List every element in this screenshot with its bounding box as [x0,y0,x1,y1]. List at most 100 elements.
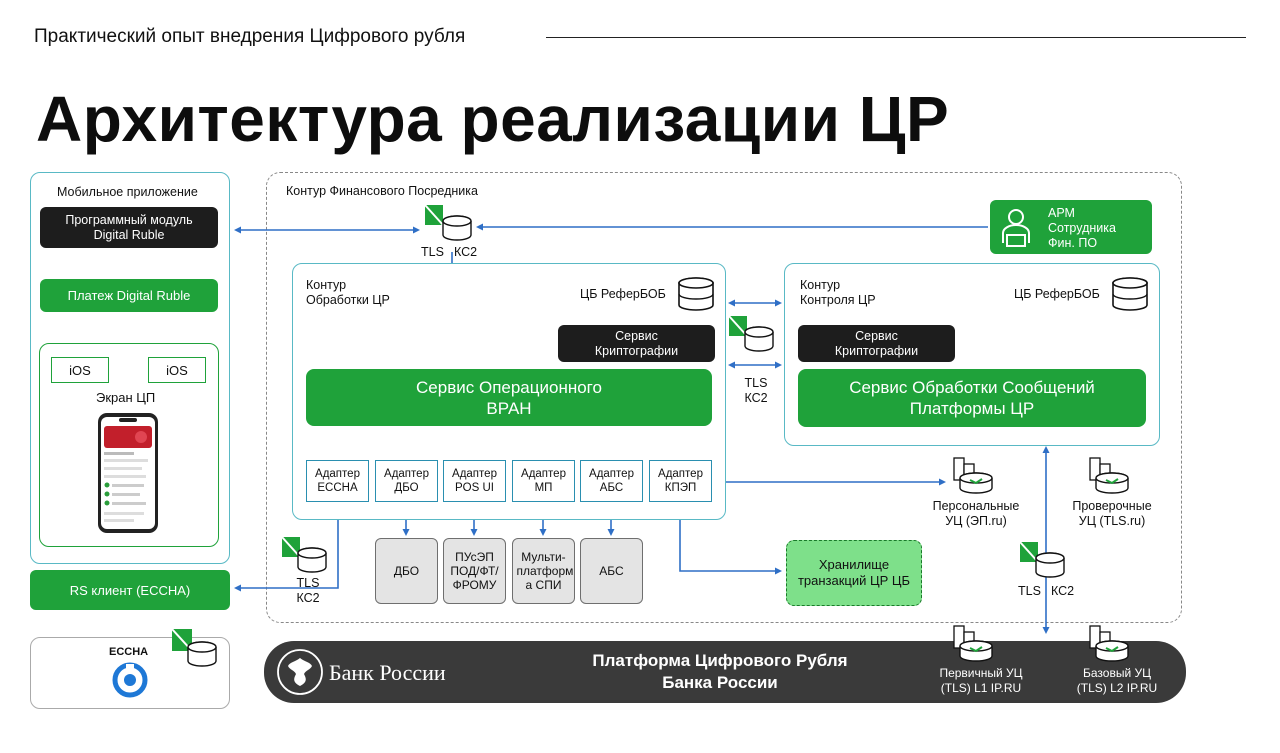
processing-db-icon [678,277,714,311]
adapter-abs-line2: АБС [599,482,624,494]
system-pusep: ПУсЭП ПОД/ФТ/ ФРОМУ [443,538,506,604]
control-crypto-line2: Криптографии [834,343,919,358]
adapter-pos-ui-line1: Адаптер [452,468,497,480]
control-crypto-line1: Сервис [855,328,898,343]
system-abs: АБС [580,538,643,604]
mid-link-labels: TLS КС2 [736,376,776,406]
ios-right-badge: iOS [148,357,206,383]
mobile-module-label: Программный модуль Digital Ruble [65,212,193,242]
mid-tls-node-icon [728,315,774,352]
processing-db-label: ЦБ РеферБОБ [580,287,666,301]
mid-ks2-label: КС2 [744,391,768,405]
transactions-storage-box: Хранилище транзакций ЦР ЦБ [786,540,922,606]
message-service-box: Сервис Обработки Сообщений Платформы ЦР [798,369,1146,427]
control-title-line2: Контроля ЦР [800,293,876,307]
processing-crypto-line1: Сервис [615,328,658,343]
rs-client-label: RS клиент (ЕССНА) [69,582,191,598]
operational-service-line1: Сервис Операционного [416,377,602,397]
system-multiplatform-label: Мульти- платформ а СПИ [516,550,574,592]
adapter-dbo: Адаптер ДБО [375,460,438,502]
arm-line3: Фин. ПО [1048,236,1098,250]
adapter-abs-line1: Адаптер [589,468,634,480]
system-dbo-label: ДБО [393,564,420,578]
mobile-screen-panel [39,343,219,547]
left-tls-node-icon [281,536,327,573]
storage-line1: Хранилище [818,557,890,572]
adapter-essna-line2: ЕССНА [317,482,358,494]
base-uc-line2: (TLS) L2 IP.RU [1076,681,1158,695]
personal-uc-icon [953,457,993,494]
check-uc-label: Проверочные УЦ (TLS.ru) [1062,499,1162,529]
base-uc-icon [1089,625,1129,662]
adapter-essna: Адаптер ЕССНА [306,460,369,502]
primary-uc-line2: (TLS) L1 IP.RU [940,681,1022,695]
control-crypto-box: Сервис Криптографии [798,325,955,362]
adapter-dbo-line2: ДБО [394,482,419,494]
left-link-labels: TLS КС2 [288,576,328,606]
adapter-pos-ui: Адаптер POS UI [443,460,506,502]
payment-label: Платеж Digital Ruble [67,288,191,303]
fin-ks2-label: КС2 [454,245,478,259]
page-title: Архитектура реализации ЦР [36,83,950,155]
essna-logo-icon [112,662,148,698]
adapter-pos-ui-line2: POS UI [455,482,494,494]
system-multiplatform: Мульти- платформ а СПИ [512,538,575,604]
processing-crypto-line2: Криптографии [594,343,679,358]
bank-logo-text: Банк России [329,660,446,685]
control-db-icon [1112,277,1148,311]
rs-client-box: RS клиент (ЕССНА) [30,570,230,610]
control-title: Контур Контроля ЦР [800,278,876,308]
control-db-label: ЦБ РеферБОБ [1014,287,1100,301]
adapter-essna-line1: Адаптер [315,468,360,480]
arm-line2: Сотрудника [1048,221,1116,235]
primary-uc-label: Первичный УЦ (TLS) L1 IP.RU [926,666,1036,696]
adapter-mp: Адаптер МП [512,460,575,502]
personal-uc-line2: УЦ (ЭП.ru) [945,514,1007,528]
right-ks2-label: КС2 [1051,584,1075,598]
header-divider [546,37,1246,38]
primary-uc-line1: Первичный УЦ [939,666,1023,680]
platform-title: Платформа Цифрового Рубля Банка России [560,650,880,694]
right-tls-label: TLS [1018,584,1041,598]
fin-tls-node-icon [424,204,472,241]
check-uc-icon [1089,457,1129,494]
page-subtitle: Практический опыт внедрения Цифрового ру… [34,26,466,47]
adapter-abs: Адаптер АБС [580,460,643,502]
screen-label: Экран ЦП [96,390,156,405]
storage-line2: транзакций ЦР ЦБ [797,573,911,588]
check-uc-line2: УЦ (TLS.ru) [1078,514,1146,528]
adapter-mp-line1: Адаптер [521,468,566,480]
payment-box: Платеж Digital Ruble [40,279,218,312]
user-workstation-icon [1002,209,1030,247]
essna-label: ЕССНА [109,646,149,658]
essna-crypto-node-icon [171,628,217,667]
personal-uc-label: Персональные УЦ (ЭП.ru) [926,499,1026,529]
bank-emblem-icon [277,649,323,695]
ios-right-label: iOS [166,362,188,378]
mobile-app-title: Мобильное приложение [57,185,198,199]
fin-tls-label: TLS [421,245,444,259]
fin-contour-label: Контур Финансового Посредника [286,184,478,198]
processing-title-line2: Обработки ЦР [306,293,390,307]
left-ks2-label: КС2 [296,591,320,605]
control-title-line1: Контур [800,278,841,292]
arm-line1: АРМ [1048,206,1075,220]
phone-mockup-image [98,413,158,533]
operational-service-box: Сервис Операционного ВРАН [306,369,712,426]
right-tls-node-icon [1019,541,1065,578]
processing-crypto-box: Сервис Криптографии [558,325,715,362]
ios-left-badge: iOS [51,357,109,383]
ios-left-label: iOS [69,362,91,378]
left-tls-label: TLS [296,576,320,590]
adapter-kpep-line2: КПЭП [664,482,697,494]
personal-uc-line1: Персональные [932,499,1020,513]
fin-contour [266,172,1182,623]
base-uc-label: Базовый УЦ (TLS) L2 IP.RU [1062,666,1172,696]
mid-tls-label: TLS [744,376,768,390]
adapter-dbo-line1: Адаптер [384,468,429,480]
processing-title: Контур Обработки ЦР [306,278,390,308]
system-abs-label: АБС [599,564,624,578]
message-service-line2: Платформы ЦР [909,399,1035,418]
mobile-module-box: Программный модуль Digital Ruble [40,207,218,248]
system-pusep-label: ПУсЭП ПОД/ФТ/ ФРОМУ [450,550,499,592]
